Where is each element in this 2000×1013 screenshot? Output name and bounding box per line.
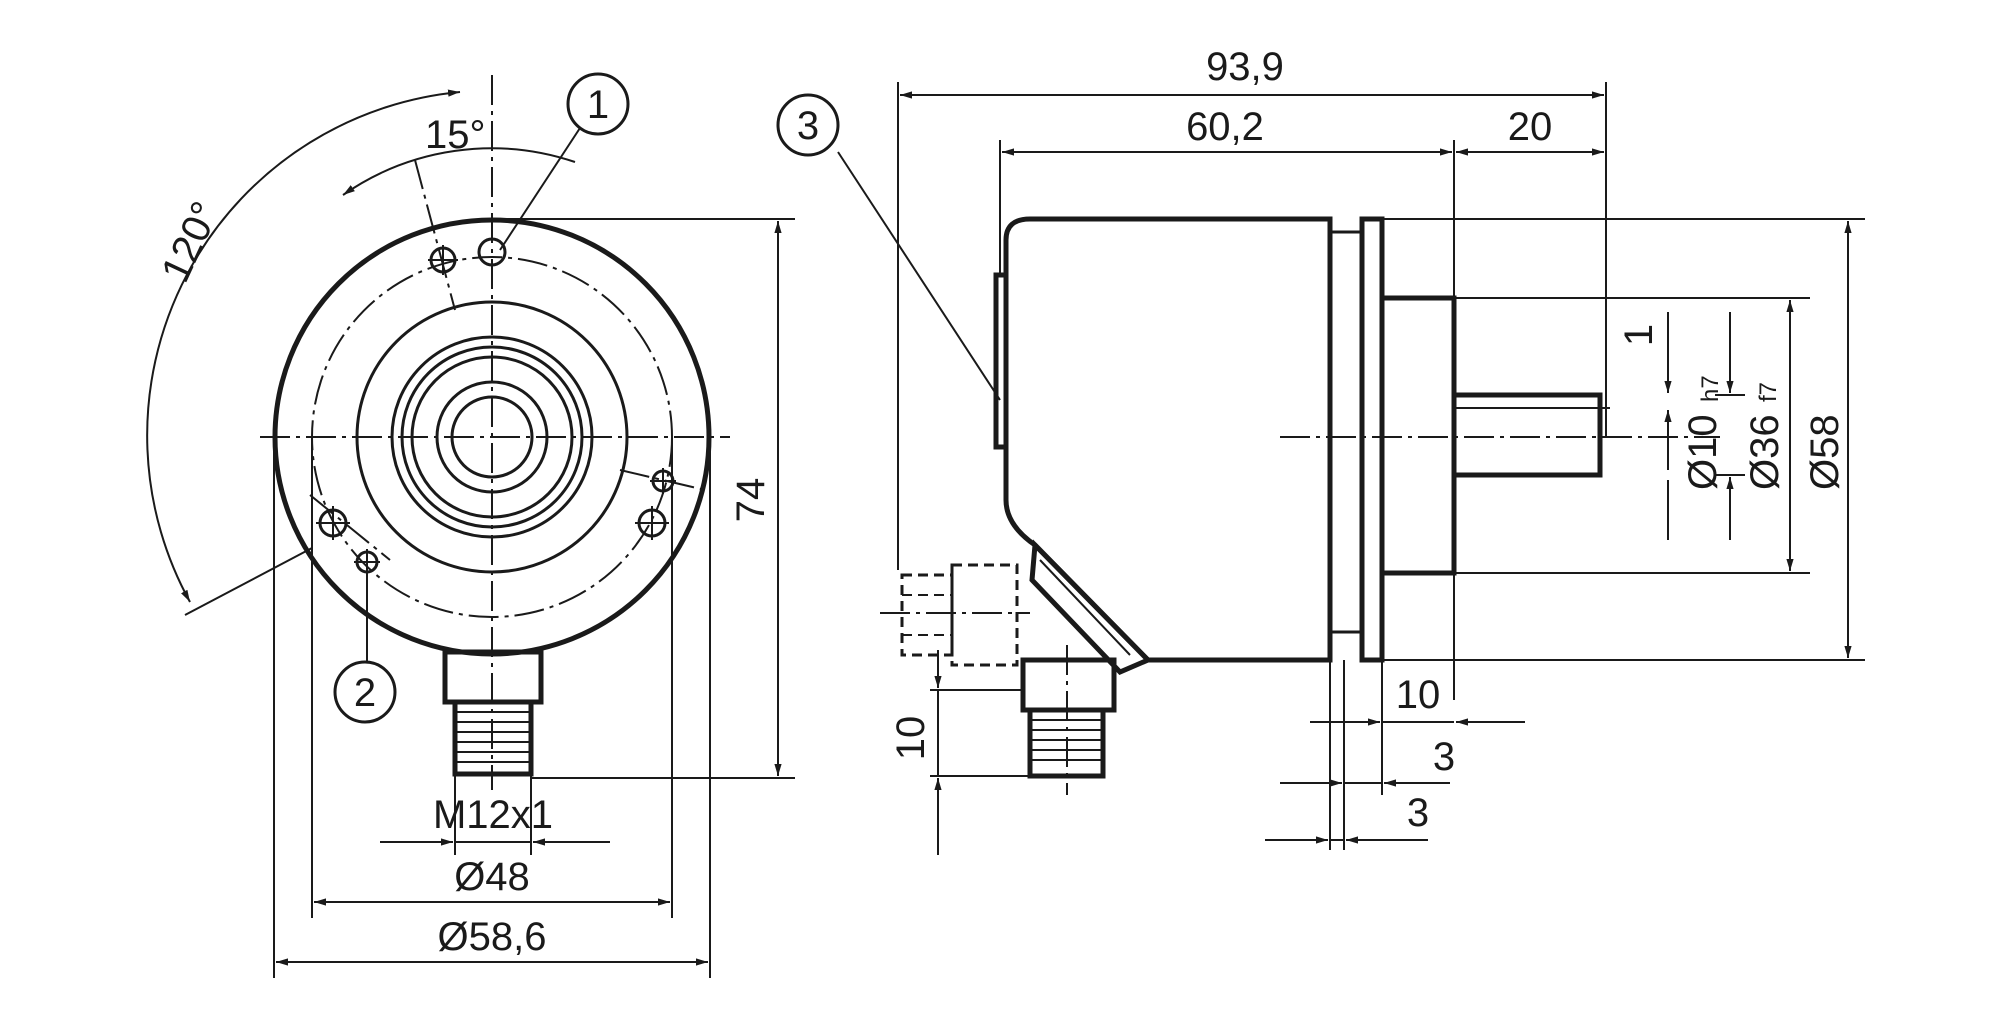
len-60-2-label: 60,2 — [1186, 105, 1264, 149]
callout-1-label: 1 — [587, 83, 609, 127]
angle-15-arc — [342, 147, 576, 196]
dia-10-label: Ø10 — [1681, 414, 1725, 490]
callout-3-balloon — [776, 93, 840, 157]
angle-15-label: 15° — [425, 113, 486, 157]
mounting-hole — [635, 506, 669, 540]
callout-3-label: 3 — [797, 104, 819, 148]
dia-36-tolerance: f7 — [1755, 382, 1782, 402]
front-view: 120° 15° 1 2 74 M12x1 Ø48 Ø58 — [146, 72, 795, 978]
hole-position-line — [619, 469, 706, 491]
dia-58-label: Ø58 — [1803, 414, 1847, 490]
dim-3-upper-label: 3 — [1433, 735, 1455, 779]
dia-48-label: Ø48 — [454, 855, 530, 899]
dim-74-label: 74 — [729, 478, 773, 523]
housing-body — [1003, 216, 1333, 663]
dia-58-6-label: Ø58,6 — [438, 915, 547, 959]
callout-2-balloon — [333, 660, 397, 724]
m12-label: M12x1 — [433, 793, 553, 837]
m12-connector-front — [442, 649, 544, 777]
callout-3-leader — [837, 151, 1001, 401]
shaft — [1454, 392, 1603, 478]
angle-120-leader — [184, 547, 313, 616]
dia-36-label: Ø36 — [1743, 414, 1787, 490]
mounting-hole — [477, 237, 507, 267]
hole-position-line — [414, 159, 456, 311]
dia-10-tolerance: h7 — [1697, 375, 1724, 402]
dim-3-lower-label: 3 — [1407, 791, 1429, 835]
dim-10-conn-label: 10 — [889, 716, 933, 761]
angle-120-arc — [146, 89, 461, 603]
callout-1-balloon — [566, 72, 630, 136]
angle-120-label: 120° — [153, 195, 228, 289]
mounting-hole — [428, 245, 458, 275]
mounting-hole — [316, 506, 350, 540]
flange-plate — [1359, 216, 1385, 663]
dim-10-flange-label: 10 — [1396, 673, 1441, 717]
m12-connector-hidden — [880, 563, 1030, 667]
callout-2-label: 2 — [354, 671, 376, 715]
side-view: 93,9 60,2 20 3 1 Ø10 h7 Ø36 f7 Ø58 — [776, 45, 1865, 855]
len-20-label: 20 — [1508, 105, 1553, 149]
flange-body — [1379, 219, 1457, 660]
len-93-9-label: 93,9 — [1206, 45, 1284, 89]
callout-1-leader — [499, 127, 581, 251]
collar-ring — [1328, 230, 1364, 634]
m12-connector-side — [1020, 539, 1153, 795]
dim-1-label: 1 — [1617, 324, 1661, 346]
